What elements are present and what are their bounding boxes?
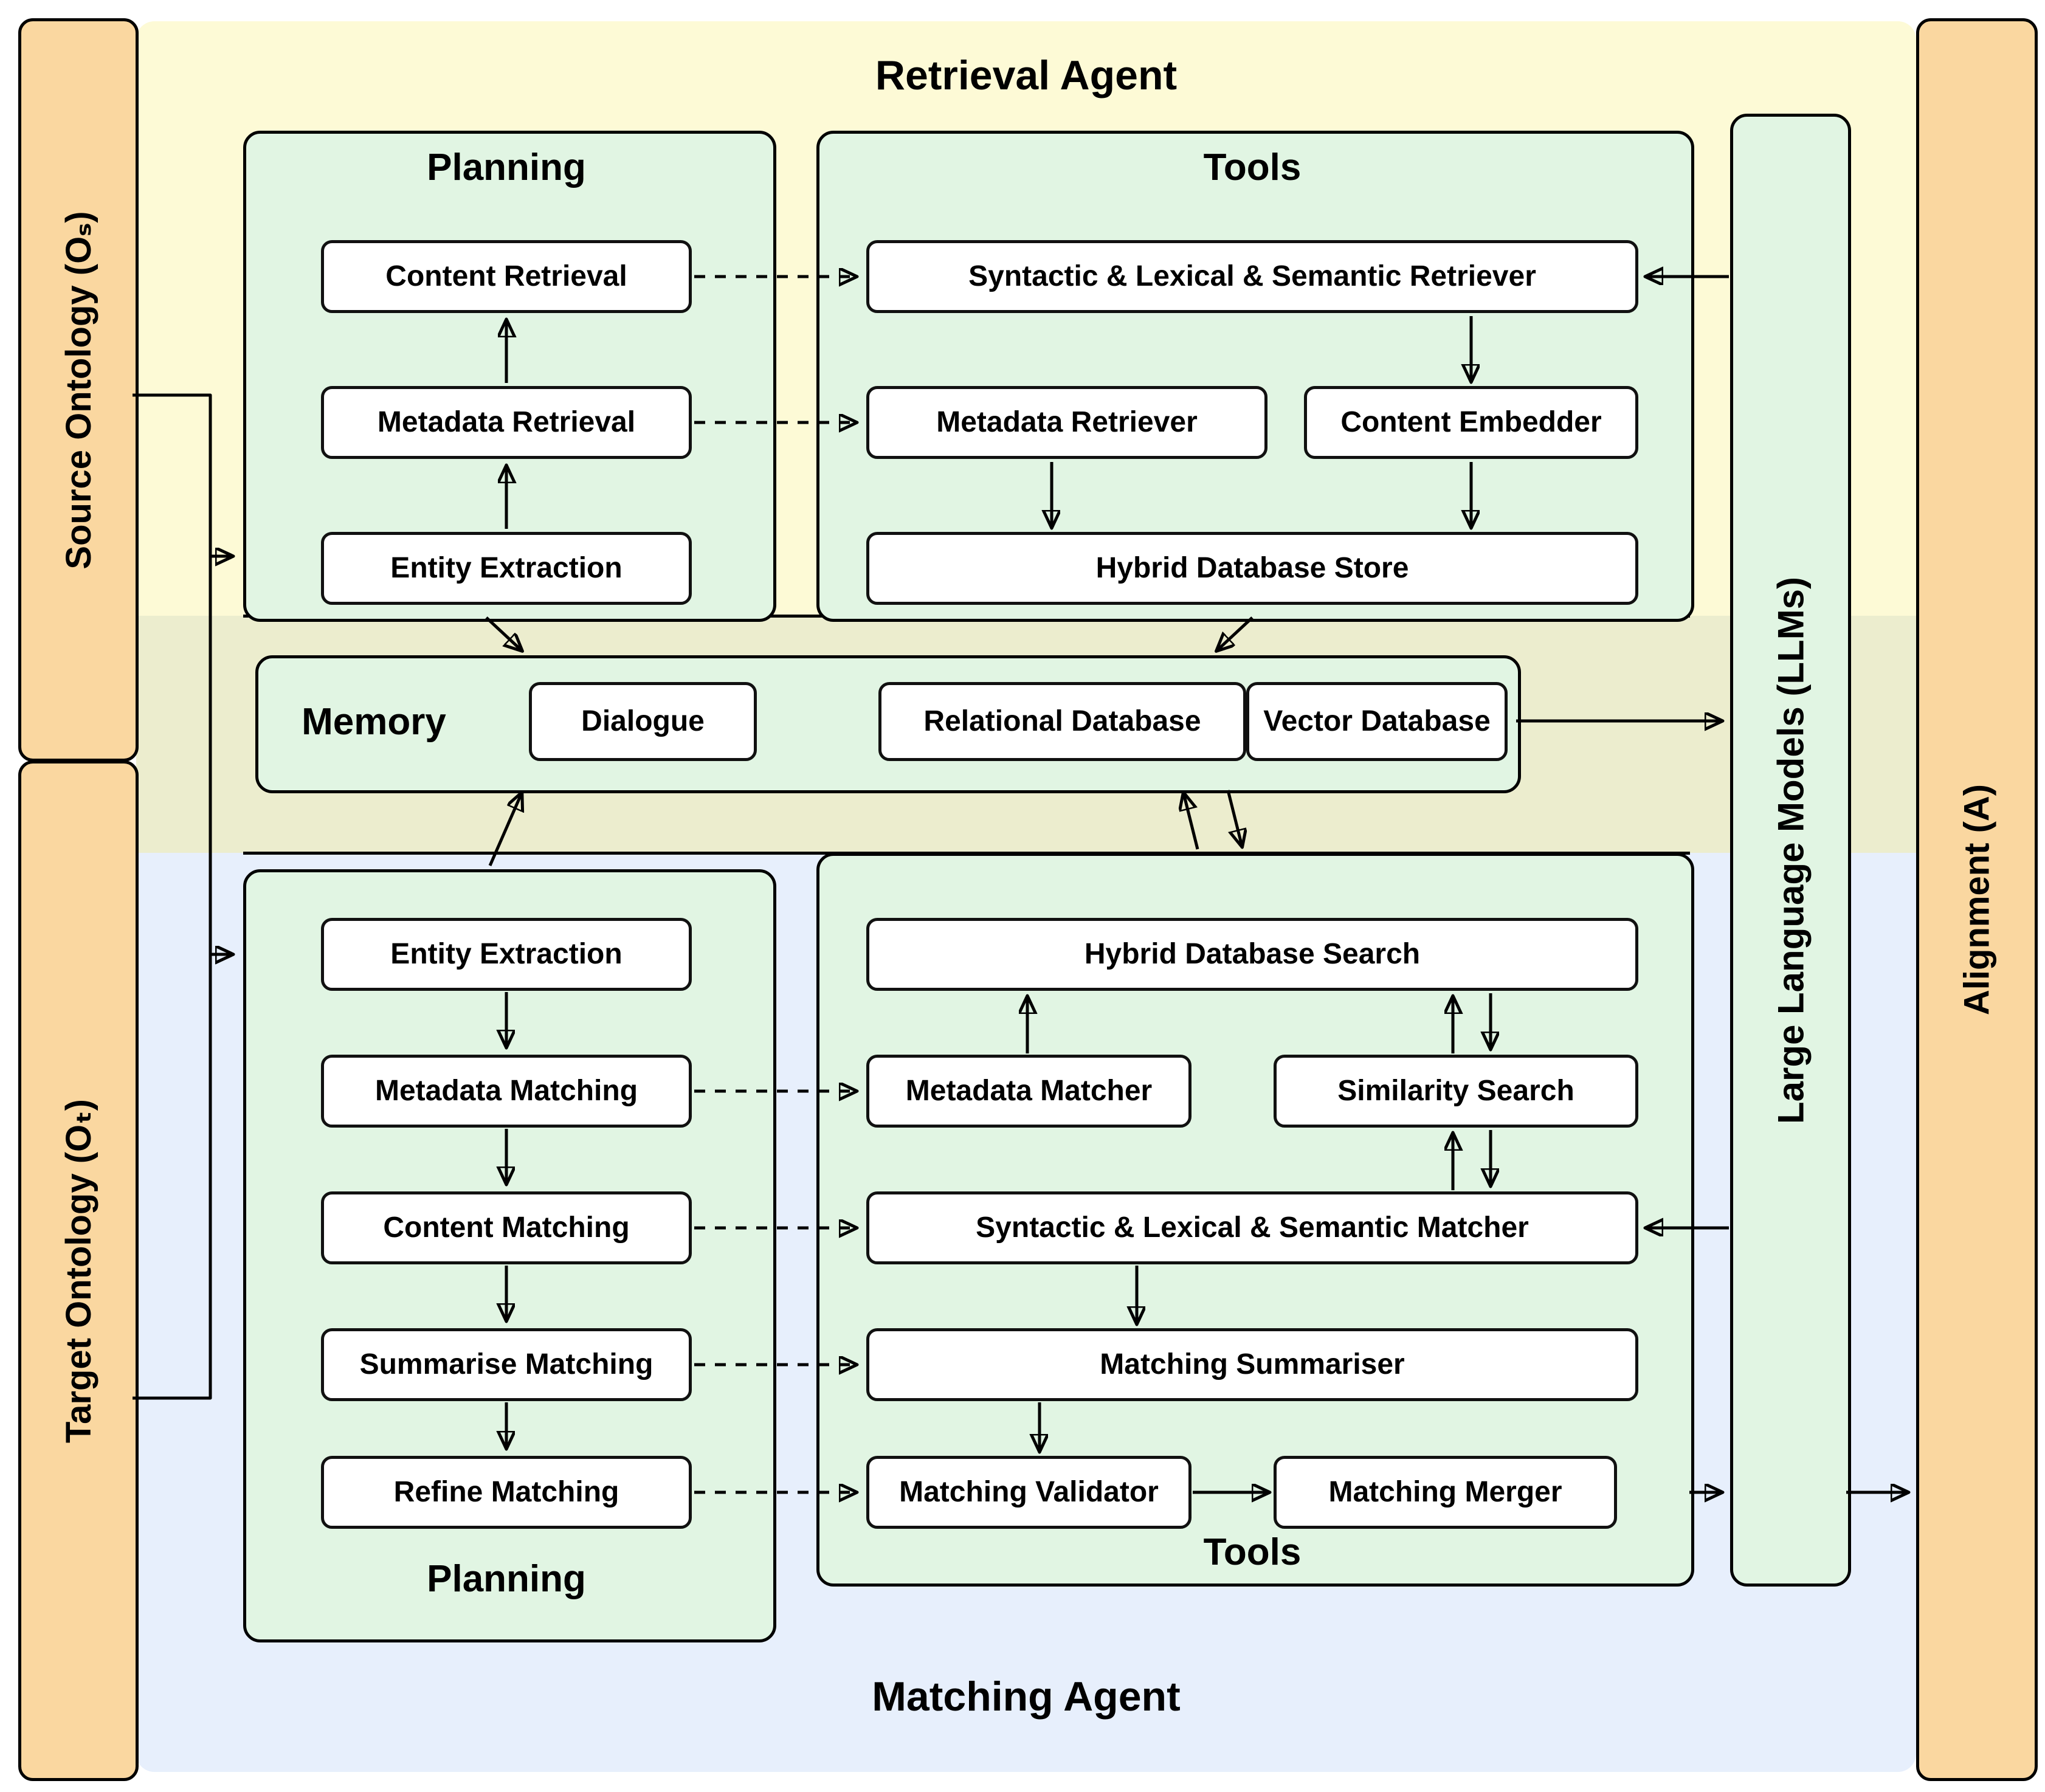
llms-bar: Large Language Models (LLMs) (1730, 114, 1851, 1587)
source-ontology-bar: Source Ontology (Oₛ) (18, 18, 139, 762)
node-similarity-search: Similarity Search (1274, 1055, 1638, 1128)
node-metadata-matcher-label: Metadata Matcher (905, 1074, 1153, 1107)
node-content-retrieval-label: Content Retrieval (385, 260, 627, 292)
node-entity-extraction-bottom-label: Entity Extraction (390, 937, 622, 970)
node-matching-validator: Matching Validator (866, 1456, 1191, 1529)
node-metadata-matching-label: Metadata Matching (374, 1074, 638, 1107)
alignment-bar: Alignment (A) (1916, 18, 2038, 1781)
node-dialogue-label: Dialogue (581, 705, 705, 737)
target-ontology-label: Target Ontology (Oₜ) (59, 1098, 98, 1443)
node-hybrid-database-store-label: Hybrid Database Store (1095, 551, 1409, 584)
node-summarise-matching-label: Summarise Matching (359, 1348, 654, 1380)
node-hybrid-database-search-label: Hybrid Database Search (1084, 937, 1421, 970)
node-matching-merger: Matching Merger (1274, 1456, 1617, 1529)
node-entity-extraction-top: Entity Extraction (321, 532, 692, 605)
node-matching-validator-label: Matching Validator (899, 1475, 1159, 1508)
node-entity-extraction-bottom: Entity Extraction (321, 918, 692, 991)
node-relational-database-label: Relational Database (923, 705, 1201, 737)
node-relational-database: Relational Database (878, 682, 1246, 761)
node-metadata-retrieval: Metadata Retrieval (321, 386, 692, 459)
node-metadata-matching: Metadata Matching (321, 1055, 692, 1128)
node-matching-summariser-label: Matching Summariser (1100, 1348, 1405, 1380)
node-hybrid-database-search: Hybrid Database Search (866, 918, 1638, 991)
node-sls-matcher-label: Syntactic & Lexical & Semantic Matcher (976, 1211, 1529, 1244)
alignment-label: Alignment (A) (1957, 784, 1997, 1016)
node-metadata-retrieval-label: Metadata Retrieval (377, 405, 636, 438)
node-sls-retriever: Syntactic & Lexical & Semantic Retriever (866, 240, 1638, 313)
node-refine-matching-label: Refine Matching (393, 1475, 619, 1508)
node-sls-retriever-label: Syntactic & Lexical & Semantic Retriever (968, 260, 1536, 292)
node-content-matching-label: Content Matching (383, 1211, 630, 1244)
retrieval-planning-title: Planning (427, 146, 586, 188)
node-metadata-retriever: Metadata Retriever (866, 386, 1267, 459)
retrieval-tools-title: Tools (1203, 146, 1302, 188)
node-similarity-search-label: Similarity Search (1337, 1074, 1574, 1107)
node-dialogue: Dialogue (529, 682, 757, 761)
node-metadata-retriever-label: Metadata Retriever (936, 405, 1198, 438)
retrieval-agent-title: Retrieval Agent (875, 52, 1178, 98)
node-content-embedder: Content Embedder (1304, 386, 1638, 459)
node-matching-summariser: Matching Summariser (866, 1328, 1638, 1401)
node-hybrid-database-store: Hybrid Database Store (866, 532, 1638, 605)
target-ontology-bar: Target Ontology (Oₜ) (18, 760, 139, 1781)
llms-label: Large Language Models (LLMs) (1770, 576, 1811, 1124)
node-content-retrieval: Content Retrieval (321, 240, 692, 313)
node-content-embedder-label: Content Embedder (1340, 405, 1602, 438)
node-content-matching: Content Matching (321, 1191, 692, 1264)
node-metadata-matcher: Metadata Matcher (866, 1055, 1191, 1128)
node-vector-database-label: Vector Database (1263, 705, 1491, 737)
matching-planning-title: Planning (427, 1558, 586, 1600)
node-refine-matching: Refine Matching (321, 1456, 692, 1529)
memory-title: Memory (302, 701, 446, 743)
node-entity-extraction-top-label: Entity Extraction (390, 551, 622, 584)
matching-tools-title: Tools (1203, 1531, 1302, 1573)
node-vector-database: Vector Database (1246, 682, 1508, 761)
node-matching-merger-label: Matching Merger (1328, 1475, 1562, 1508)
node-sls-matcher: Syntactic & Lexical & Semantic Matcher (866, 1191, 1638, 1264)
source-ontology-label: Source Ontology (Oₛ) (59, 210, 98, 570)
node-summarise-matching: Summarise Matching (321, 1328, 692, 1401)
matching-agent-title: Matching Agent (872, 1673, 1181, 1720)
